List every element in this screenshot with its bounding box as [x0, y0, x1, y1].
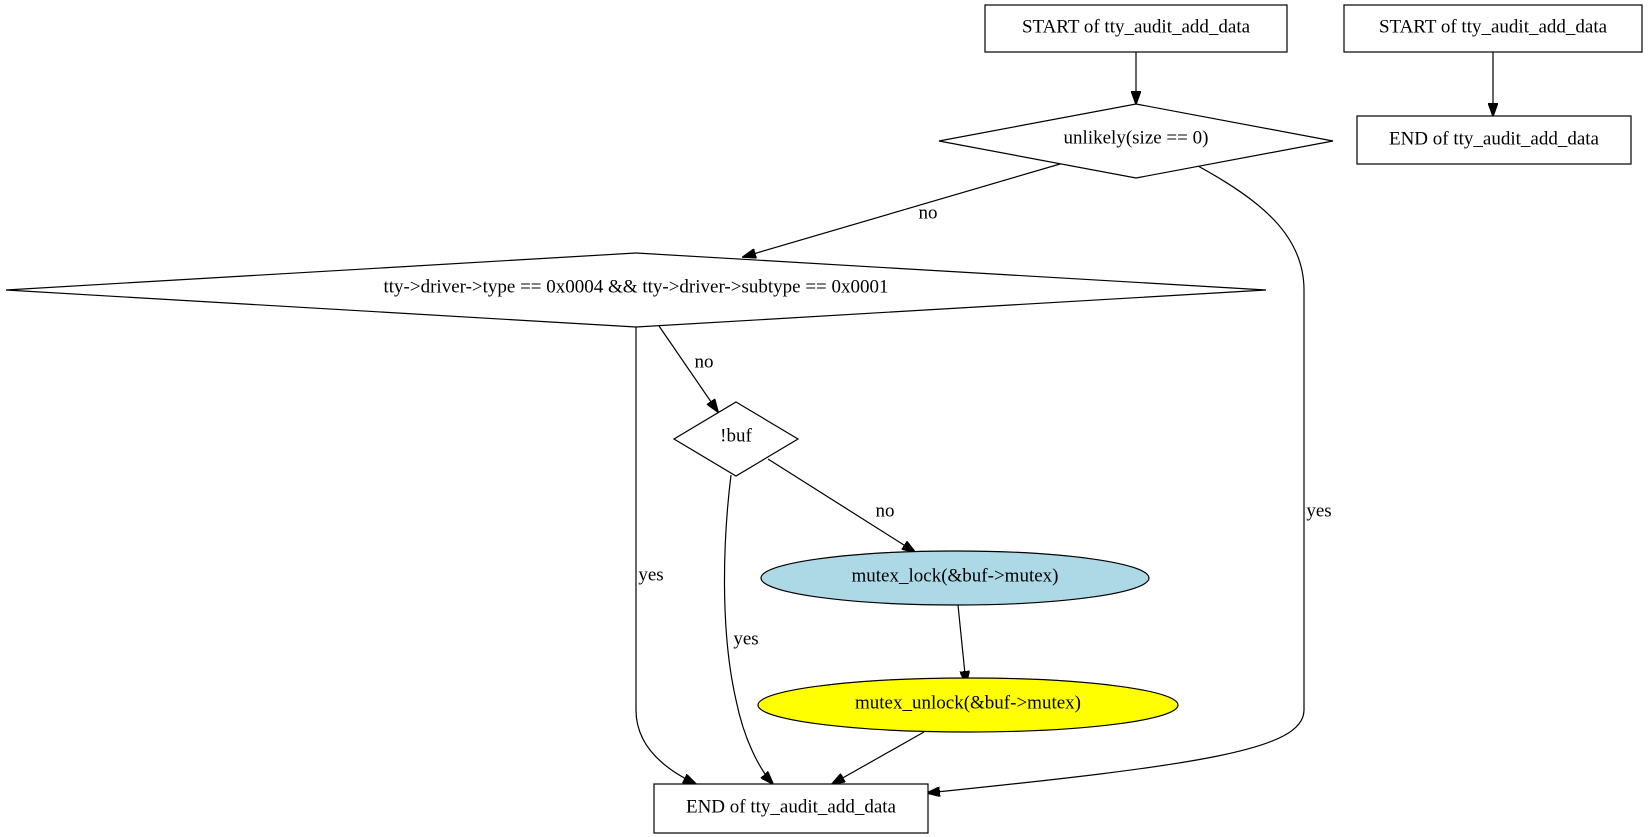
end-node-2-label: END of tty_audit_add_data — [1389, 129, 1600, 150]
condition-driver: tty->driver->type == 0x0004 && tty->driv… — [5, 252, 1267, 328]
edge-label-buf-no: no — [876, 501, 895, 522]
end-node: END of tty_audit_add_data — [653, 783, 929, 834]
mutex-unlock-label: mutex_unlock(&buf->mutex) — [855, 693, 1081, 714]
condition-buf: !buf — [672, 401, 800, 477]
edge-label-buf-yes: yes — [733, 629, 758, 650]
mutex-lock-label: mutex_lock(&buf->mutex) — [852, 566, 1059, 587]
edge-label-driver-no: no — [695, 352, 714, 373]
edge-size-yes: yes — [927, 165, 1332, 793]
start-node-label: START of tty_audit_add_data — [1022, 17, 1251, 38]
edge-label-size-no: no — [919, 203, 938, 224]
end-node-2: END of tty_audit_add_data — [1356, 115, 1632, 165]
condition-size-label: unlikely(size == 0) — [1064, 128, 1209, 149]
edge-driver-no: no — [658, 325, 718, 412]
edge-label-size-yes: yes — [1306, 501, 1331, 522]
condition-driver-label: tty->driver->type == 0x0004 && tty->driv… — [384, 277, 889, 298]
edge-label-driver-yes: yes — [638, 565, 663, 586]
edge-lock-to-unlock — [957, 604, 966, 684]
start-node-2-label: START of tty_audit_add_data — [1379, 17, 1608, 38]
edge-size-no: no — [743, 163, 1061, 257]
start-node-2: START of tty_audit_add_data — [1343, 4, 1643, 53]
mutex-lock-node: mutex_lock(&buf->mutex) — [760, 550, 1150, 606]
edge-buf-yes: yes — [723, 474, 773, 784]
mutex-unlock-node: mutex_unlock(&buf->mutex) — [757, 677, 1179, 733]
start-node: START of tty_audit_add_data — [984, 4, 1288, 53]
end-node-label: END of tty_audit_add_data — [686, 797, 897, 818]
condition-buf-label: !buf — [720, 426, 752, 447]
edge-driver-yes: yes — [635, 327, 696, 784]
condition-size: unlikely(size == 0) — [938, 103, 1334, 179]
edge-buf-no: no — [767, 458, 915, 552]
edge-unlock-to-end — [832, 731, 925, 784]
